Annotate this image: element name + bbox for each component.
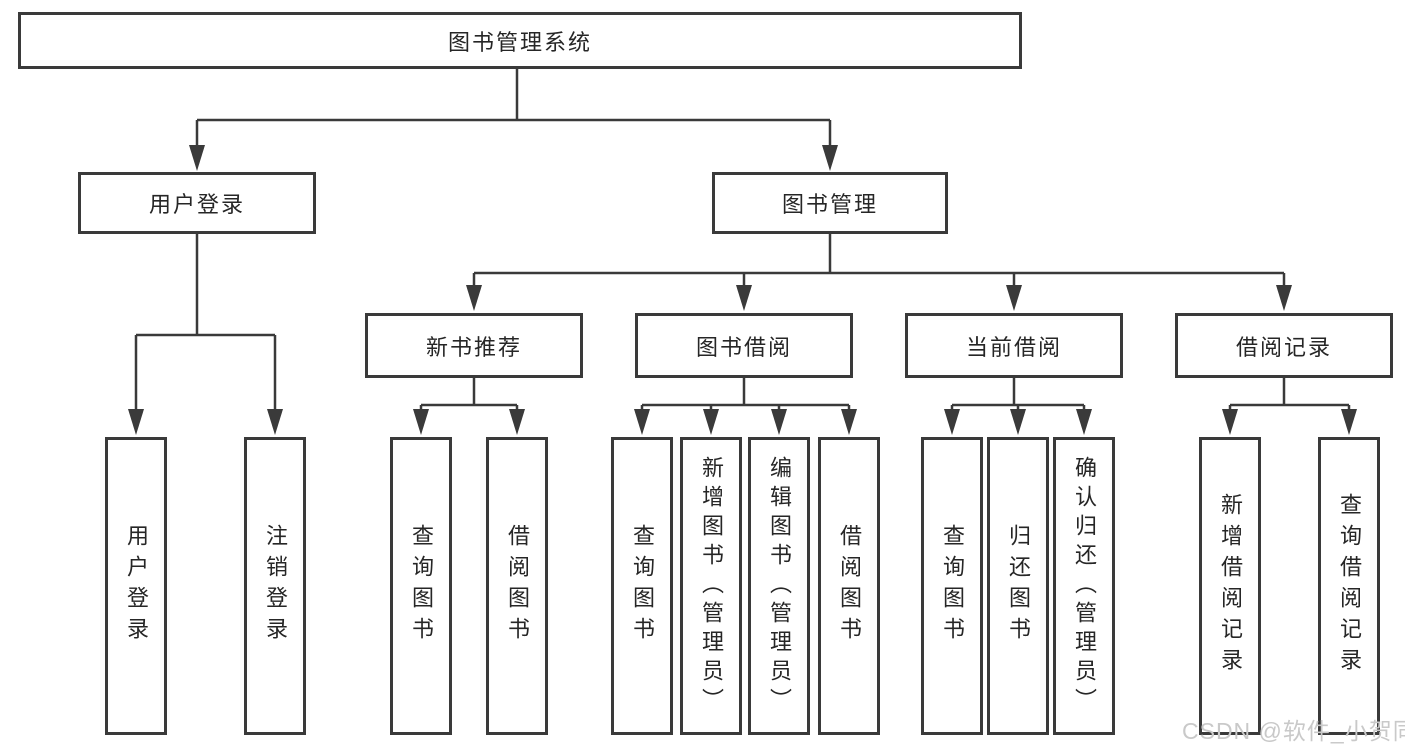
- leaf-borrow-books-1-label: 借阅图书: [505, 524, 530, 648]
- leaf-user-login-label: 用户登录: [124, 524, 149, 648]
- node-current-borrowing-label: 当前借阅: [965, 334, 1062, 360]
- node-book-borrowing: 图书借阅: [635, 313, 853, 378]
- leaf-query-books-1: 查询图书: [390, 437, 452, 735]
- leaf-add-borrow-record: 新增借阅记录: [1199, 437, 1261, 735]
- leaf-user-login: 用户登录: [105, 437, 167, 735]
- leaf-edit-books-admin-label: 编辑图书（管理员）: [767, 455, 792, 717]
- leaf-borrow-books-2: 借阅图书: [818, 437, 880, 735]
- leaf-confirm-return-admin: 确认归还（管理员）: [1053, 437, 1115, 735]
- node-borrow-records-label: 借阅记录: [1235, 334, 1332, 360]
- leaf-borrow-books-1: 借阅图书: [486, 437, 548, 735]
- leaf-query-books-1-label: 查询图书: [409, 524, 434, 648]
- leaf-query-books-2-label: 查询图书: [630, 524, 655, 648]
- node-new-book-recommend-label: 新书推荐: [425, 334, 522, 360]
- leaf-query-borrow-record: 查询借阅记录: [1318, 437, 1380, 735]
- node-root-label: 图书管理系统: [447, 29, 592, 55]
- leaf-query-books-3-label: 查询图书: [940, 524, 965, 648]
- node-book-management: 图书管理: [712, 172, 948, 234]
- node-root: 图书管理系统: [18, 12, 1022, 69]
- node-book-management-label: 图书管理: [781, 192, 878, 217]
- leaf-query-books-3: 查询图书: [921, 437, 983, 735]
- leaf-return-books: 归还图书: [987, 437, 1049, 735]
- node-user-login: 用户登录: [78, 172, 316, 234]
- node-current-borrowing: 当前借阅: [905, 313, 1123, 378]
- leaf-add-books-admin: 新增图书（管理员）: [680, 437, 742, 735]
- leaf-add-books-admin-label: 新增图书（管理员）: [699, 455, 724, 717]
- node-book-borrowing-label: 图书借阅: [695, 334, 792, 360]
- leaf-logout-label: 注销登录: [263, 524, 288, 648]
- node-new-book-recommend: 新书推荐: [365, 313, 583, 378]
- node-borrow-records: 借阅记录: [1175, 313, 1393, 378]
- leaf-logout: 注销登录: [244, 437, 306, 735]
- watermark: CSDN @软件_小贺同学: [1182, 718, 1405, 744]
- leaf-borrow-books-2-label: 借阅图书: [837, 524, 862, 648]
- node-user-login-label: 用户登录: [148, 192, 245, 217]
- leaf-edit-books-admin: 编辑图书（管理员）: [748, 437, 810, 735]
- leaf-query-books-2: 查询图书: [611, 437, 673, 735]
- leaf-confirm-return-admin-label: 确认归还（管理员）: [1072, 455, 1097, 717]
- leaf-return-books-label: 归还图书: [1006, 524, 1031, 648]
- leaf-add-borrow-record-label: 新增借阅记录: [1218, 493, 1243, 679]
- leaf-query-borrow-record-label: 查询借阅记录: [1337, 493, 1362, 679]
